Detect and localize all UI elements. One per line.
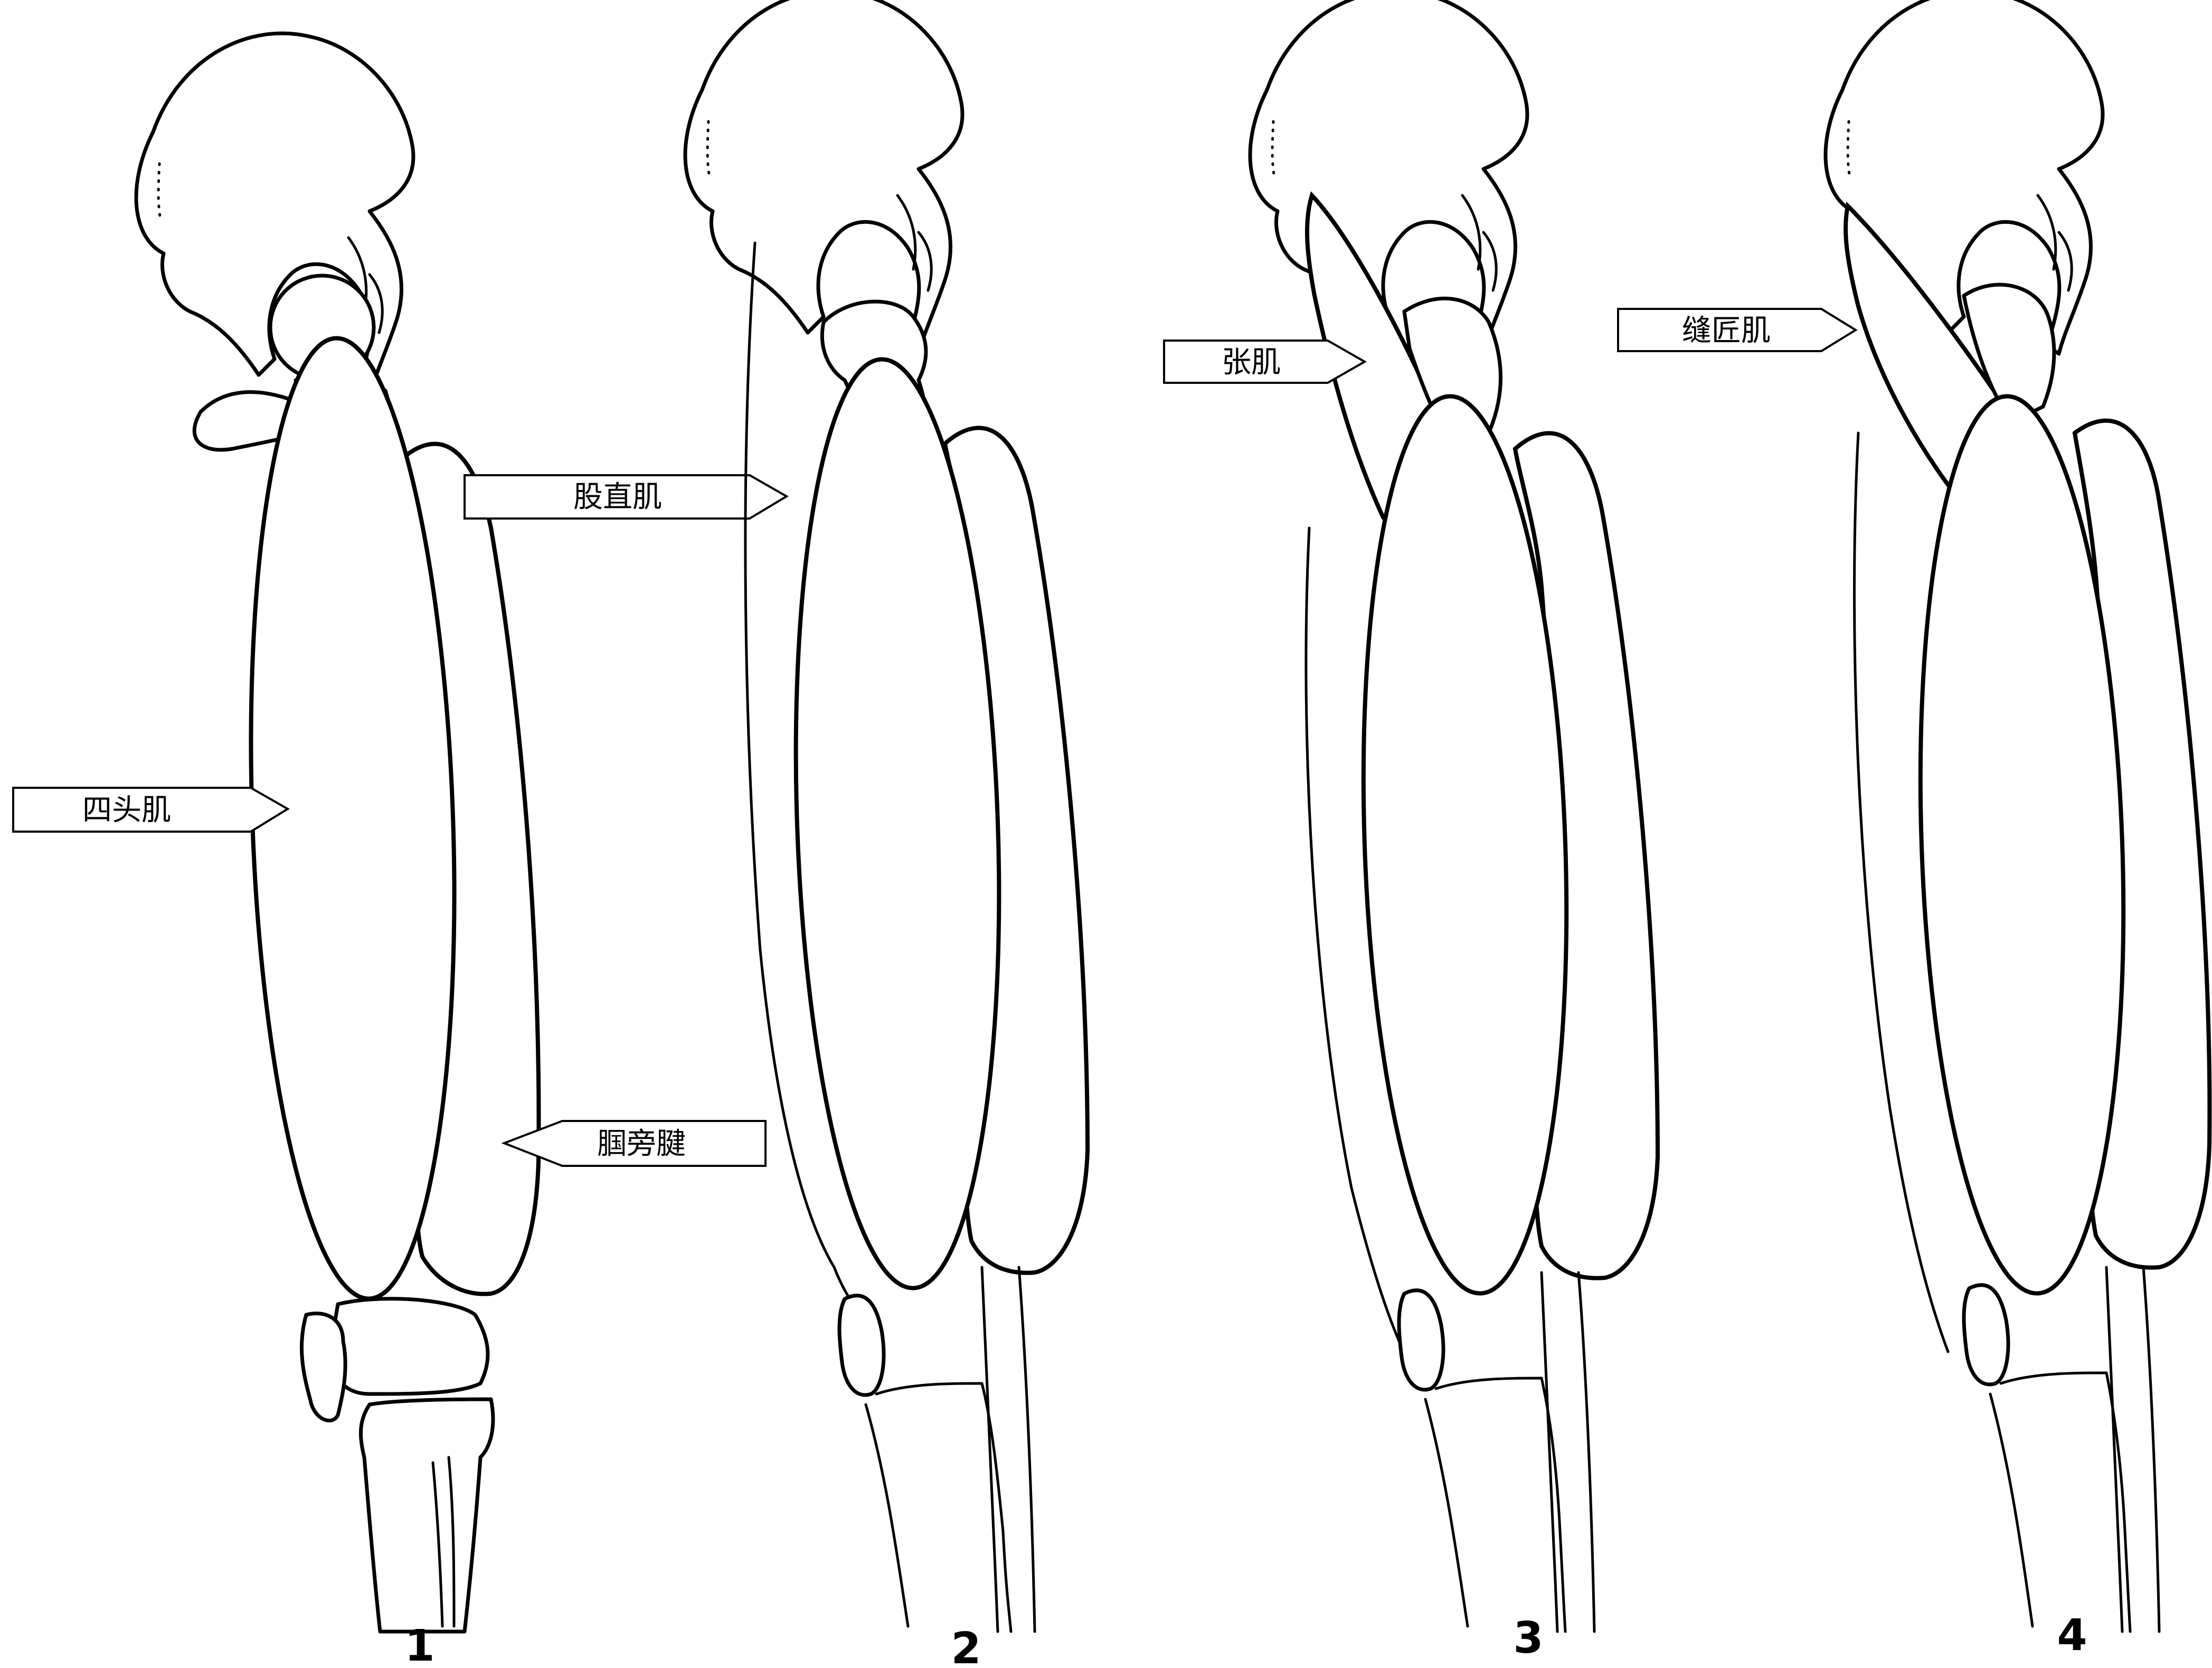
patella (1399, 1290, 1443, 1390)
panel-2: 2 (685, 0, 1088, 1668)
panel-number-2: 2 (951, 1624, 981, 1668)
knee-joint (332, 1299, 488, 1394)
tendon-line (2143, 1267, 2159, 1632)
panel-number-4: 4 (2057, 1610, 2087, 1661)
label-rectus-femoris: 股直肌 (465, 475, 787, 519)
tibia-front (876, 1383, 1011, 1632)
pelvis-bone (1250, 0, 1527, 354)
label-hamstring-text: 腘旁腱 (597, 1127, 686, 1161)
fibula-line (982, 1267, 998, 1632)
panel-1: 股直肌 四头肌 腘旁腱 1 (13, 33, 787, 1668)
tendon-line (1578, 1273, 1594, 1632)
panel-3: 张肌 缝匠肌 3 (1164, 0, 1856, 1663)
tibia-back (1425, 1399, 1468, 1626)
panel-number-1: 1 (404, 1621, 434, 1668)
tibia-bone (361, 1399, 493, 1632)
label-hamstring: 腘旁腱 (504, 1121, 765, 1166)
patella (839, 1296, 884, 1395)
tibia-front (2001, 1373, 2130, 1632)
label-tensor-text: 张肌 (1222, 345, 1281, 380)
label-sartorius: 缝匠肌 (1618, 309, 1856, 351)
label-rectus-femoris-text: 股直肌 (573, 480, 662, 514)
label-tensor: 张肌 (1164, 341, 1365, 383)
fibula-line (1542, 1273, 1557, 1632)
patella (301, 1313, 345, 1420)
label-sartorius-text: 缝匠肌 (1682, 314, 1771, 348)
tibia-back (1990, 1394, 2033, 1626)
patella (1964, 1285, 2008, 1384)
tendon-line (1019, 1267, 1035, 1632)
fibula-line (2106, 1267, 2122, 1632)
panel-number-3: 3 (1513, 1613, 1543, 1663)
tibia-back (866, 1405, 908, 1626)
label-quadriceps: 四头肌 (13, 788, 288, 832)
tibia-front (1436, 1378, 1565, 1632)
label-quadriceps-text: 四头肌 (82, 793, 171, 827)
pelvis-bone (685, 0, 962, 354)
panel-4: 4 (1826, 0, 2209, 1661)
